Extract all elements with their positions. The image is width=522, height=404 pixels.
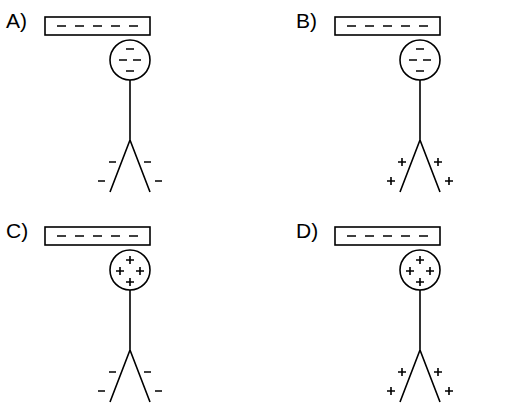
charged-rod xyxy=(335,17,440,35)
charged-rod xyxy=(335,227,440,245)
panel-label: C) xyxy=(6,220,28,241)
leg-charges xyxy=(98,372,162,391)
leg-charges xyxy=(387,368,453,395)
panel-label: A) xyxy=(6,10,27,31)
panel-a-figure xyxy=(45,17,162,192)
charged-rod xyxy=(45,17,150,35)
panel-label: B) xyxy=(296,10,317,31)
panel-c-figure xyxy=(45,227,162,402)
stick-figure xyxy=(110,40,150,192)
charged-rod xyxy=(45,227,150,245)
panel-d-figure xyxy=(335,227,453,402)
panel-label: D) xyxy=(296,220,318,241)
stick-figure xyxy=(400,250,440,402)
leg-charges xyxy=(387,158,453,185)
head-charges xyxy=(119,49,141,71)
head-charges xyxy=(409,49,431,71)
stick-figure xyxy=(110,250,150,402)
panel-b-figure xyxy=(335,17,453,192)
head-charges xyxy=(406,256,434,286)
leg-charges xyxy=(98,162,162,181)
head-charges xyxy=(116,256,144,286)
stick-figure xyxy=(400,40,440,192)
